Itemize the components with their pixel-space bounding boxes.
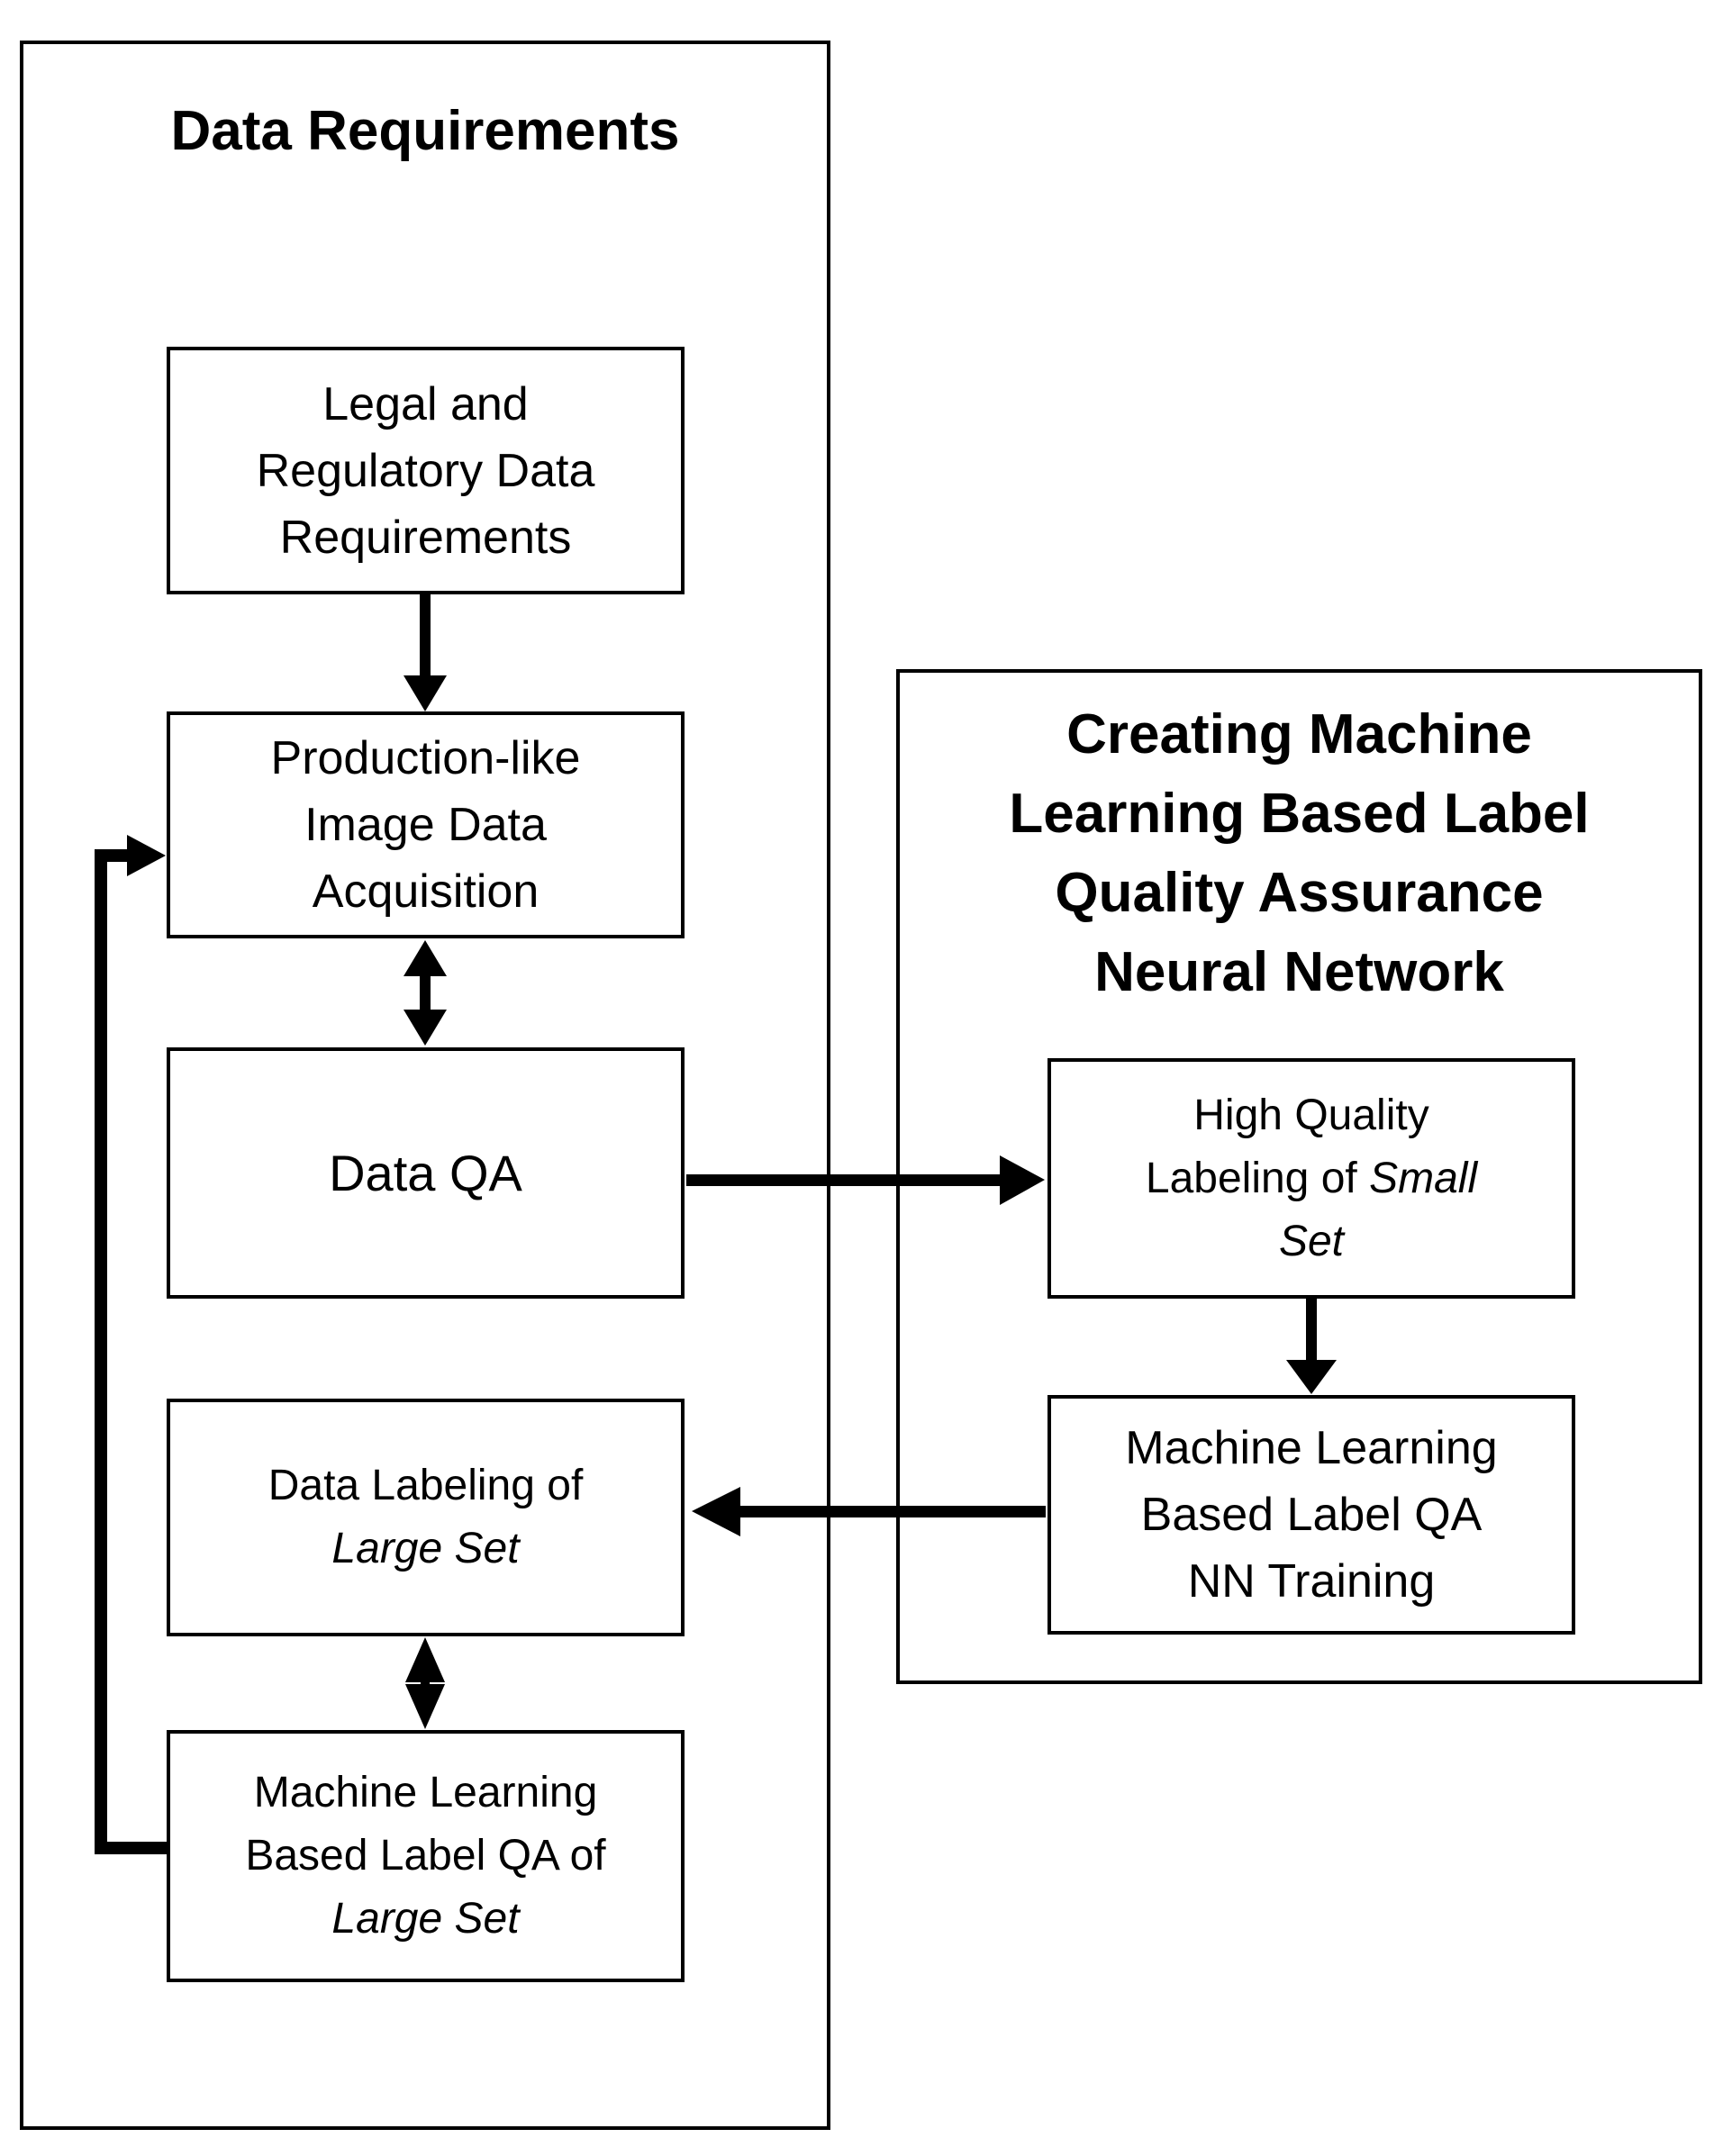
node-text-line: Data QA [329, 1144, 522, 1201]
node-text-line: High Quality [1193, 1091, 1429, 1139]
node-text-line: Based Label QA of [245, 1832, 606, 1880]
node-text-line: Image Data [304, 799, 547, 851]
left-group-title: Data Requirements [170, 100, 680, 162]
node-text-line: NN Training [1187, 1555, 1436, 1608]
node-data-qa: Data QA [167, 1047, 685, 1299]
node-text-line: Production-like [270, 732, 581, 784]
right-group-title-line-1: Creating Machine [1066, 703, 1532, 765]
right-group-title-line-4: Neural Network [1094, 941, 1504, 1003]
node-text-line: Large Set [331, 1525, 520, 1572]
node-text-line: Based Label QA [1140, 1489, 1483, 1541]
node-data-labeling-of-large-set: Data Labeling of Large Set [167, 1399, 685, 1636]
right-group-title: Creating Machine Learning Based Label Qu… [896, 695, 1702, 1012]
node-text-line: Machine Learning [253, 1769, 598, 1816]
node-text-line: Legal and [322, 377, 529, 430]
node-text-line: Acquisition [312, 865, 540, 918]
node-text-line: Large Set [331, 1895, 520, 1943]
node-text-line: Machine Learning [1125, 1422, 1498, 1474]
node-text-line: Requirements [279, 511, 572, 564]
node-text-line: Regulatory Data [256, 444, 595, 497]
right-group-title-line-3: Quality Assurance [1055, 862, 1544, 924]
node-text-line: Set [1278, 1217, 1345, 1265]
node-text-line: Labeling of Small [1145, 1154, 1478, 1202]
node-text-line: Data Labeling of [268, 1462, 584, 1509]
right-group-title-line-2: Learning Based Label [1009, 783, 1590, 845]
